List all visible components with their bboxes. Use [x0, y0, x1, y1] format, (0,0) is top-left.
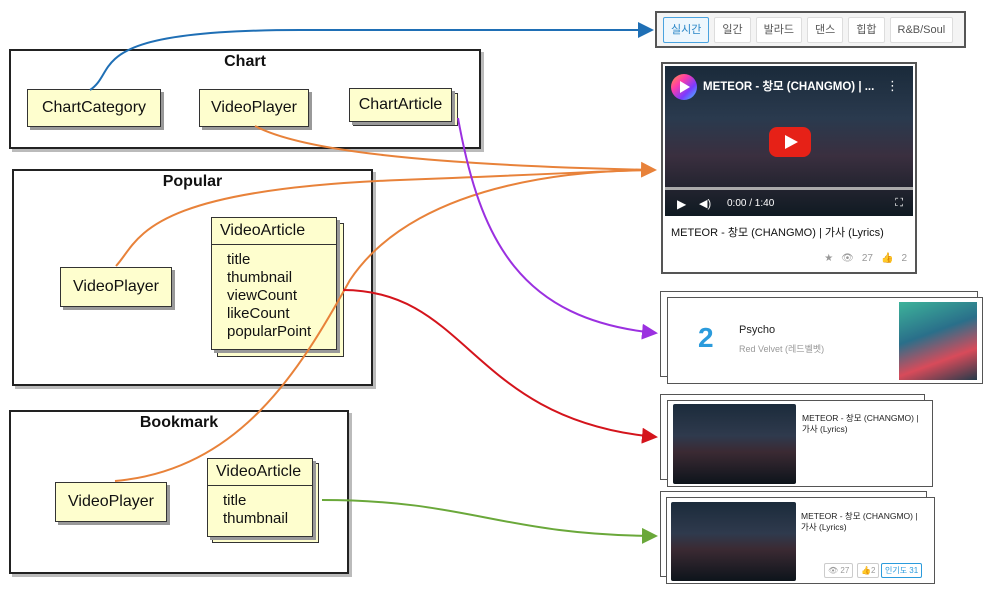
views-icon: 👁 [841, 253, 854, 264]
bookmark-package-title: Bookmark [139, 414, 219, 431]
bookmark-view-count: 27 [840, 566, 850, 575]
popular-video-article-component: VideoArticle title thumbnail viewCount l… [211, 217, 344, 357]
like-count: 2 [901, 253, 907, 264]
bookmark-article-fields: title thumbnail [208, 486, 312, 528]
popular-field-viewcount: viewCount [227, 287, 298, 304]
play-icon[interactable]: ▶ [677, 197, 687, 211]
tab-rnb[interactable]: R&B/Soul [889, 16, 954, 43]
chart-article-card: 2 Psycho Red Velvet (레드벨벳) [660, 291, 983, 384]
popular-field-popularpoint: popularPoint [227, 323, 312, 340]
popular-package-title: Popular [162, 173, 223, 190]
chart-card-front[interactable]: 2 Psycho Red Velvet (레드벨벳) [667, 297, 983, 384]
tab-dance[interactable]: 댄스 [807, 16, 844, 43]
chart-category-component: ChartCategory [27, 89, 161, 127]
channel-logo-icon[interactable] [671, 74, 697, 100]
video-stats: ★ 👁 27 👍 2 [824, 253, 907, 264]
popular-field-likecount: likeCount [227, 305, 290, 322]
bookmark-likes-badge[interactable]: 👍2 [857, 563, 880, 578]
connector-chart-article [457, 117, 658, 340]
popular-card-front[interactable]: METEOR - 창모 (CHANGMO) | 가사 (Lyrics) [667, 400, 933, 487]
like-icon[interactable]: 👍 [880, 253, 894, 264]
youtube-player[interactable]: METEOR - 창모 (CHANGMO) | ... ⋮ ▶ ◀) 0:00 … [665, 66, 913, 216]
chart-category-tabs: 실시간 일간 발라드 댄스 힙합 R&B/Soul [655, 11, 966, 48]
tab-daily[interactable]: 일간 [714, 16, 751, 43]
chart-article-label: ChartArticle [349, 88, 452, 122]
popular-article-front: VideoArticle title thumbnail viewCount l… [211, 217, 337, 350]
bookmark-popularity-badge: 인기도 31 [881, 563, 923, 578]
tab-hiphop[interactable]: 힙합 [848, 16, 885, 43]
bookmark-article-front: VideoArticle title thumbnail [207, 458, 313, 537]
connector-bookmark-article [321, 499, 658, 544]
view-count: 27 [861, 253, 873, 264]
bookmark-video-player-component: VideoPlayer [55, 482, 167, 522]
tab-ballad[interactable]: 발라드 [755, 16, 802, 43]
play-button-icon[interactable] [769, 127, 811, 157]
popular-article-fields: title thumbnail viewCount likeCount popu… [212, 245, 336, 341]
bookmark-field-thumbnail: thumbnail [223, 510, 289, 527]
player-title: METEOR - 창모 (CHANGMO) | ... [703, 81, 875, 93]
popular-field-title: title [227, 251, 251, 268]
bookmark-like-count: 2 [870, 566, 876, 575]
bookmark-article-name: VideoArticle [208, 459, 312, 486]
progress-bar[interactable] [665, 187, 913, 190]
bookmark-card-front[interactable]: METEOR - 창모 (CHANGMO) | 가사 (Lyrics) 👁 27… [666, 497, 935, 584]
chart-video-player-component: VideoPlayer [199, 89, 309, 127]
volume-icon[interactable]: ◀) [699, 198, 712, 210]
chart-rank: 2 [698, 322, 714, 353]
tab-realtime[interactable]: 실시간 [663, 16, 710, 43]
bookmark-card-title: METEOR - 창모 (CHANGMO) | 가사 (Lyrics) [801, 511, 918, 532]
song-title: Psycho [739, 324, 776, 336]
bookmark-article-card: METEOR - 창모 (CHANGMO) | 가사 (Lyrics) 👁 27… [660, 491, 935, 584]
star-icon[interactable]: ★ [824, 253, 834, 264]
video-caption: METEOR - 창모 (CHANGMO) | 가사 (Lyrics) [671, 227, 884, 239]
connector-popular-article [342, 289, 658, 444]
video-player-card: METEOR - 창모 (CHANGMO) | ... ⋮ ▶ ◀) 0:00 … [661, 62, 917, 274]
bookmark-card-thumbnail [671, 502, 796, 581]
popular-card-title: METEOR - 창모 (CHANGMO) | 가사 (Lyrics) [802, 413, 919, 434]
popular-card-thumbnail [673, 404, 796, 484]
bookmark-views-badge: 👁 27 [824, 563, 854, 578]
bookmark-video-article-component: VideoArticle title thumbnail [207, 458, 320, 544]
popular-field-thumbnail: thumbnail [227, 269, 293, 286]
artist-name: Red Velvet (레드벨벳) [739, 344, 825, 354]
popular-article-card: METEOR - 창모 (CHANGMO) | 가사 (Lyrics) [660, 394, 933, 487]
more-options-icon[interactable]: ⋮ [886, 78, 899, 93]
chart-package-title: Chart [224, 53, 266, 70]
album-art [899, 302, 977, 380]
fullscreen-icon[interactable]: ⛶ [895, 197, 903, 209]
chart-article-component: ChartArticle [349, 88, 461, 128]
popular-video-player-component: VideoPlayer [60, 267, 172, 307]
popular-article-name: VideoArticle [212, 218, 336, 245]
time-display: 0:00 / 1:40 [727, 198, 775, 209]
bookmark-field-title: title [223, 492, 247, 509]
